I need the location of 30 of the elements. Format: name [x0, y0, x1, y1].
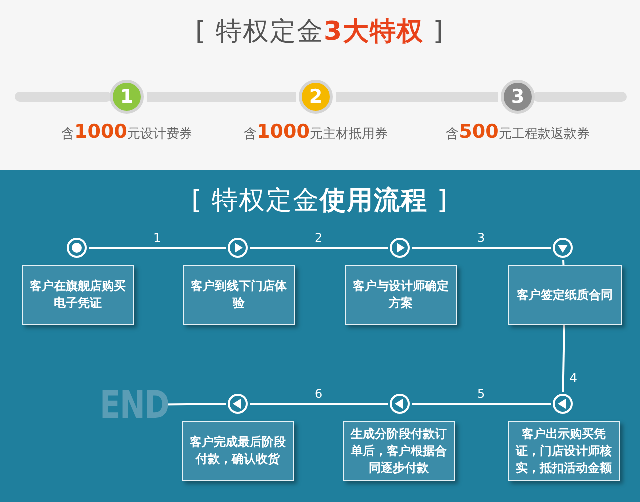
- section-title: [ 特权定金使用流程 ]: [190, 185, 450, 218]
- step-number: 3: [511, 86, 525, 108]
- end-label: END: [100, 386, 170, 424]
- step-box: 客户签定纸质合同: [508, 265, 622, 325]
- coupon-label: 含500元工程款返款券: [445, 121, 591, 143]
- edge-label: 3: [476, 231, 486, 245]
- connector-line: [89, 247, 226, 249]
- step-box: 客户与设计师确定方案: [345, 265, 457, 325]
- edge-label: 6: [314, 387, 324, 401]
- step-box: 客户出示购买凭证，门店设计师核实，抵扣活动金额: [508, 421, 620, 481]
- step-box: 客户完成最后阶段付款，确认收货: [182, 421, 294, 481]
- connector-line: [412, 403, 551, 405]
- step-number: 2: [309, 86, 323, 108]
- connector-line: [562, 324, 566, 392]
- edge-label: 1: [152, 231, 162, 245]
- connector-line: [250, 403, 388, 405]
- coupon-label: 含1000元主材抵用券: [243, 121, 389, 143]
- connector-line: [562, 260, 565, 266]
- connector-line: [412, 247, 551, 249]
- coupon-label: 含1000元设计费券: [60, 121, 194, 143]
- progress-track: [336, 92, 498, 102]
- connector-line: [250, 247, 388, 249]
- step-box: 客户在旗舰店购买电子凭证: [22, 265, 134, 325]
- step-box: 生成分阶段付款订单后，客户根据合同逐步付款: [343, 421, 455, 481]
- edge-label: 2: [314, 231, 324, 245]
- step-box: 客户到线下门店体验: [183, 265, 295, 325]
- section-title: [ 特权定金3大特权 ]: [194, 16, 446, 49]
- edge-label: 5: [476, 387, 486, 401]
- step-number: 1: [120, 86, 134, 108]
- progress-track: [147, 92, 296, 102]
